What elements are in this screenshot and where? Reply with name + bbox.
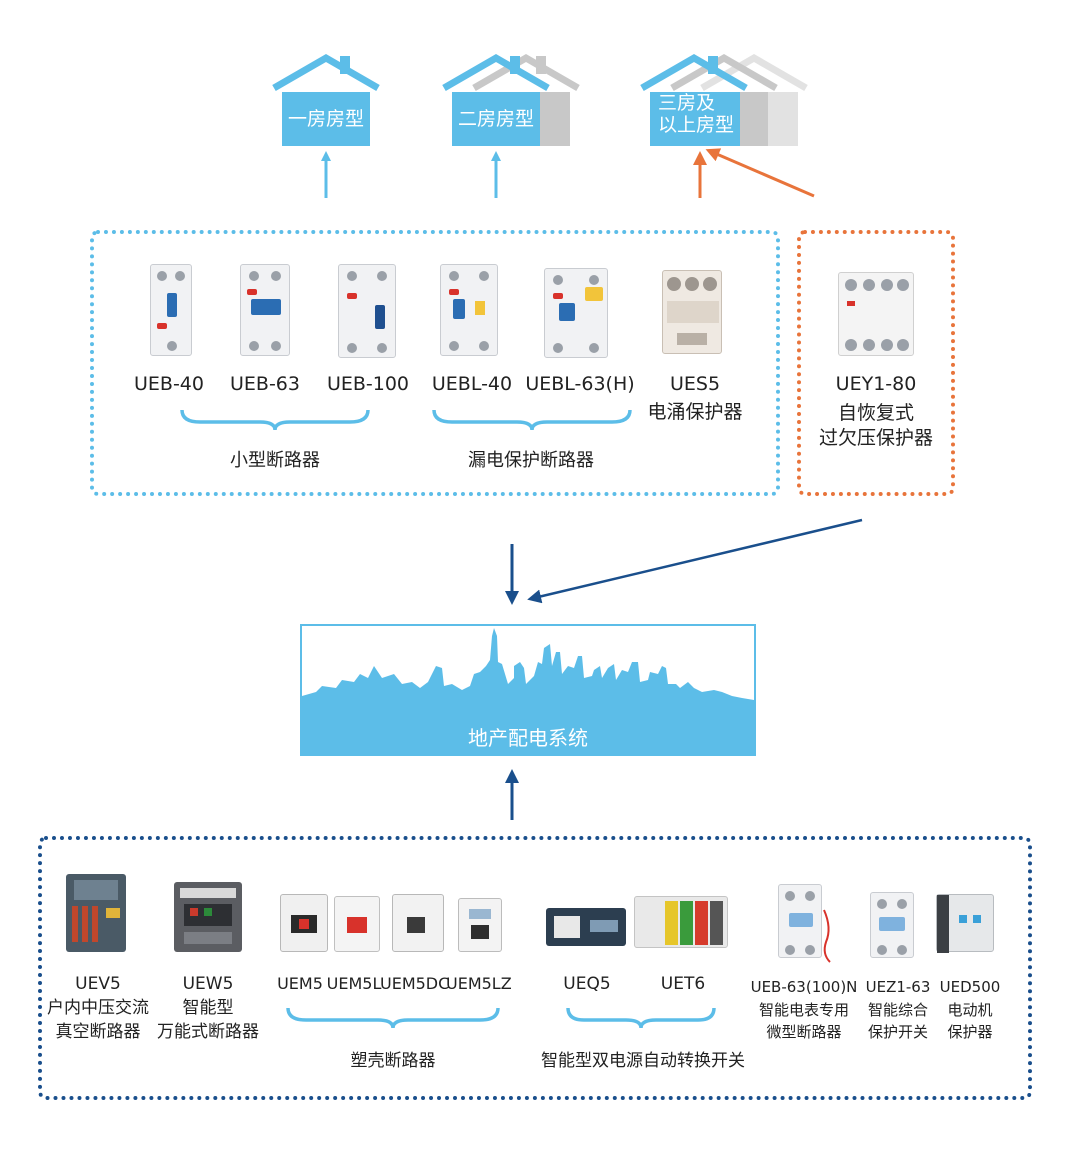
uem5l-image [334, 896, 380, 952]
product-desc-uev5-line1: 户内中压交流 [47, 998, 149, 1018]
product-desc-ued500-line1: 电动机 [947, 1001, 993, 1019]
arrow-diagonal-navy [527, 518, 863, 604]
product-label-uey1-80: UEY1-80 [835, 373, 917, 395]
product-label-ueq5: UEQ5 [563, 974, 611, 994]
uebl-63h-image [544, 268, 608, 358]
residential-products-frame [90, 230, 780, 496]
house-three-plus-room: 三房及 以上房型 [638, 52, 810, 148]
product-label-uev5: UEV5 [75, 974, 121, 994]
uem5lz-image [458, 898, 502, 952]
product-label-uem5dc: UEM5DC [380, 974, 450, 993]
house-two-room: 二房房型 [440, 52, 582, 148]
uem5-image [280, 894, 328, 952]
product-label-uem5lz: UEM5LZ [446, 974, 512, 993]
uez1-63-image [870, 892, 914, 958]
distribution-system-title: 地产配电系统 [468, 726, 588, 750]
product-label-uet6: UET6 [660, 974, 706, 994]
product-desc-ues5: 电涌保护器 [647, 401, 743, 423]
ueb-100-image [338, 264, 396, 358]
house-label-line2: 以上房型 [658, 114, 735, 136]
ues5-image [662, 270, 722, 354]
product-desc-uew5-line1: 智能型 [182, 998, 234, 1018]
arrow-diagonal-orange [705, 148, 815, 198]
house-one-room: 一房房型 [270, 52, 382, 148]
product-desc-ued500-line2: 保护器 [947, 1023, 993, 1041]
uev5-image [66, 874, 126, 952]
brace-rcbo-group [432, 409, 632, 431]
uew5-image [174, 882, 242, 952]
product-label-uebl-40: UEBL-40 [431, 373, 513, 395]
house-label-two-room: 二房房型 [452, 92, 540, 146]
brace-mccb-group [286, 1007, 500, 1029]
brace-ats-group [566, 1007, 716, 1029]
house-roof-icon [442, 53, 580, 92]
city-skyline-icon [302, 628, 754, 754]
distribution-products-frame [38, 836, 1032, 1100]
ueb-63-100n-image [778, 884, 822, 958]
product-label-ueb-100: UEB-100 [326, 373, 410, 395]
product-desc-uey1-80-line1: 自恢复式 [837, 402, 914, 424]
group-label-ats: 智能型双电源自动转换开关 [541, 1051, 745, 1071]
brace-mcb-group [180, 409, 370, 431]
house-label-three-plus-room: 三房及 以上房型 [650, 92, 740, 146]
product-label-ueb-63: UEB-63 [230, 373, 300, 395]
product-label-ued500: UED500 [939, 978, 1001, 996]
product-desc-uez1-63-line2: 保护开关 [867, 1023, 928, 1041]
product-desc-ueb-63-100n-line1: 智能电表专用 [758, 1001, 849, 1019]
uebl-40-image [440, 264, 498, 356]
product-desc-uev5-line2: 真空断路器 [55, 1022, 141, 1042]
product-label-uebl-63h: UEBL-63(H) [525, 373, 635, 395]
product-label-uem5l: UEM5L [326, 974, 382, 993]
product-label-uew5: UEW5 [182, 974, 234, 994]
product-label-uem5: UEM5 [277, 974, 323, 993]
group-label-mcb: 小型断路器 [230, 450, 320, 471]
uet6-image [634, 896, 728, 948]
overvoltage-protector-frame [797, 230, 955, 496]
ueb-63-image [240, 264, 290, 356]
ued500-image [936, 894, 994, 953]
house-roof-icon [640, 53, 808, 92]
house-label-line1: 三房及 [658, 92, 716, 114]
distribution-system-panel: 地产配电系统 [300, 624, 756, 756]
product-label-uez1-63: UEZ1-63 [865, 978, 931, 996]
uey1-80-image [838, 272, 914, 356]
product-label-ueb-63-100n: UEB-63(100)N [750, 978, 858, 996]
house-roof-icon [272, 53, 380, 92]
ueb-40-image [150, 264, 192, 356]
group-label-rcbo: 漏电保护断路器 [468, 450, 594, 471]
house-label-one-room: 一房房型 [282, 92, 370, 146]
product-label-ues5: UES5 [669, 373, 721, 395]
ueq5-image [546, 908, 626, 946]
product-label-ueb-40: UEB-40 [134, 373, 204, 395]
uem5dc-image [392, 894, 444, 952]
product-desc-uew5-line2: 万能式断路器 [157, 1022, 259, 1042]
ueb-63-100n-wire-icon [823, 909, 831, 963]
product-desc-ueb-63-100n-line2: 微型断路器 [766, 1023, 842, 1041]
product-desc-uez1-63-line1: 智能综合 [867, 1001, 928, 1019]
product-desc-uey1-80-line2: 过欠压保护器 [818, 427, 933, 449]
group-label-mccb: 塑壳断路器 [350, 1051, 436, 1071]
